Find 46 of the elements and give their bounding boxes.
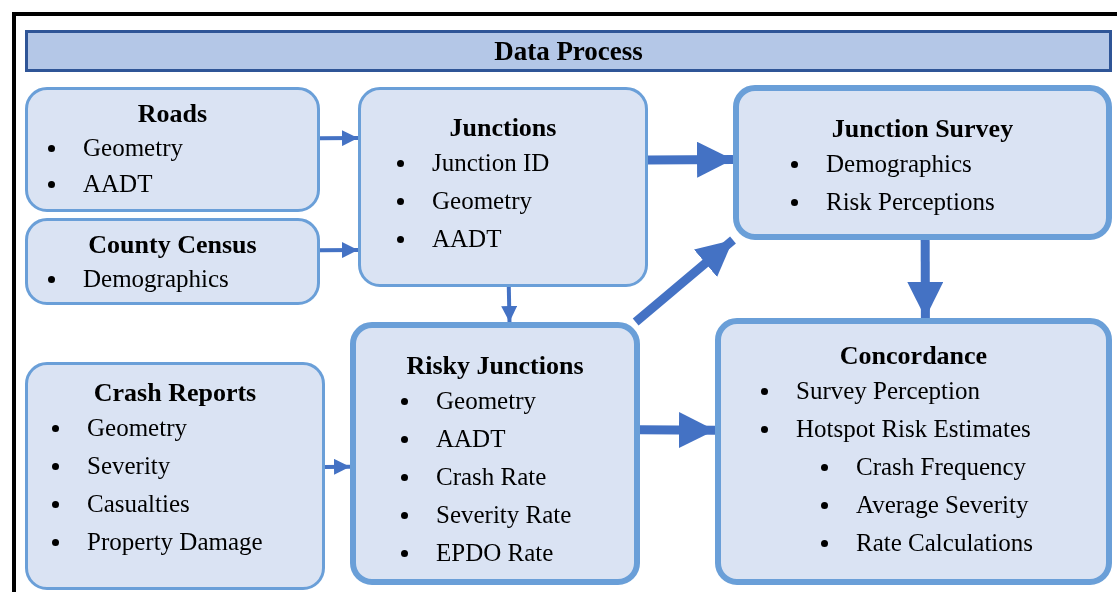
list-item: Rate Calculations [856, 529, 1034, 557]
box-heading: Roads [136, 98, 209, 130]
list-item: Property Damage [87, 528, 263, 556]
title-band [25, 30, 1112, 72]
process-box [25, 218, 320, 305]
list-item: Casualties [87, 490, 190, 518]
list-item: Junction ID [432, 149, 550, 177]
list-item: Average Severity [856, 491, 1029, 519]
box-heading: Junction Survey [830, 113, 1015, 145]
list-item: EPDO Rate [436, 539, 554, 567]
box-heading: Crash Reports [92, 377, 258, 409]
list-item: Demographics [826, 150, 972, 178]
list-item: AADT [83, 170, 153, 198]
box-heading: Risky Junctions [405, 350, 585, 382]
list-item: AADT [432, 225, 502, 253]
list-item: Geometry [87, 414, 187, 442]
list-item: Geometry [83, 134, 183, 162]
process-box [358, 87, 648, 287]
list-item: Severity Rate [436, 501, 572, 529]
arrow [632, 236, 736, 326]
arrow [501, 286, 518, 323]
list-item: Risk Perceptions [826, 188, 995, 216]
process-box [733, 85, 1112, 240]
arrow [647, 141, 734, 178]
list-item: Crash Frequency [856, 453, 1027, 481]
list-item: Demographics [83, 265, 229, 293]
list-item: Crash Rate [436, 463, 547, 491]
arrow [907, 240, 944, 318]
list-item: Geometry [436, 387, 536, 415]
process-box [25, 87, 320, 212]
list-item: Hotspot Risk Estimates [796, 415, 1031, 443]
box-heading: Junctions [448, 112, 558, 144]
arrow [320, 242, 358, 259]
arrow [640, 412, 715, 448]
process-box [25, 362, 325, 590]
box-heading: Concordance [838, 340, 989, 372]
section-title: Data Process [493, 35, 644, 68]
list-item: AADT [436, 425, 506, 453]
process-box [350, 322, 640, 585]
list-item: Severity [87, 452, 171, 480]
process-box [715, 318, 1112, 585]
list-item: Geometry [432, 187, 532, 215]
arrow [320, 130, 358, 147]
list-item: Survey Perception [796, 377, 980, 405]
arrow [324, 458, 351, 475]
box-heading: County Census [87, 229, 258, 261]
